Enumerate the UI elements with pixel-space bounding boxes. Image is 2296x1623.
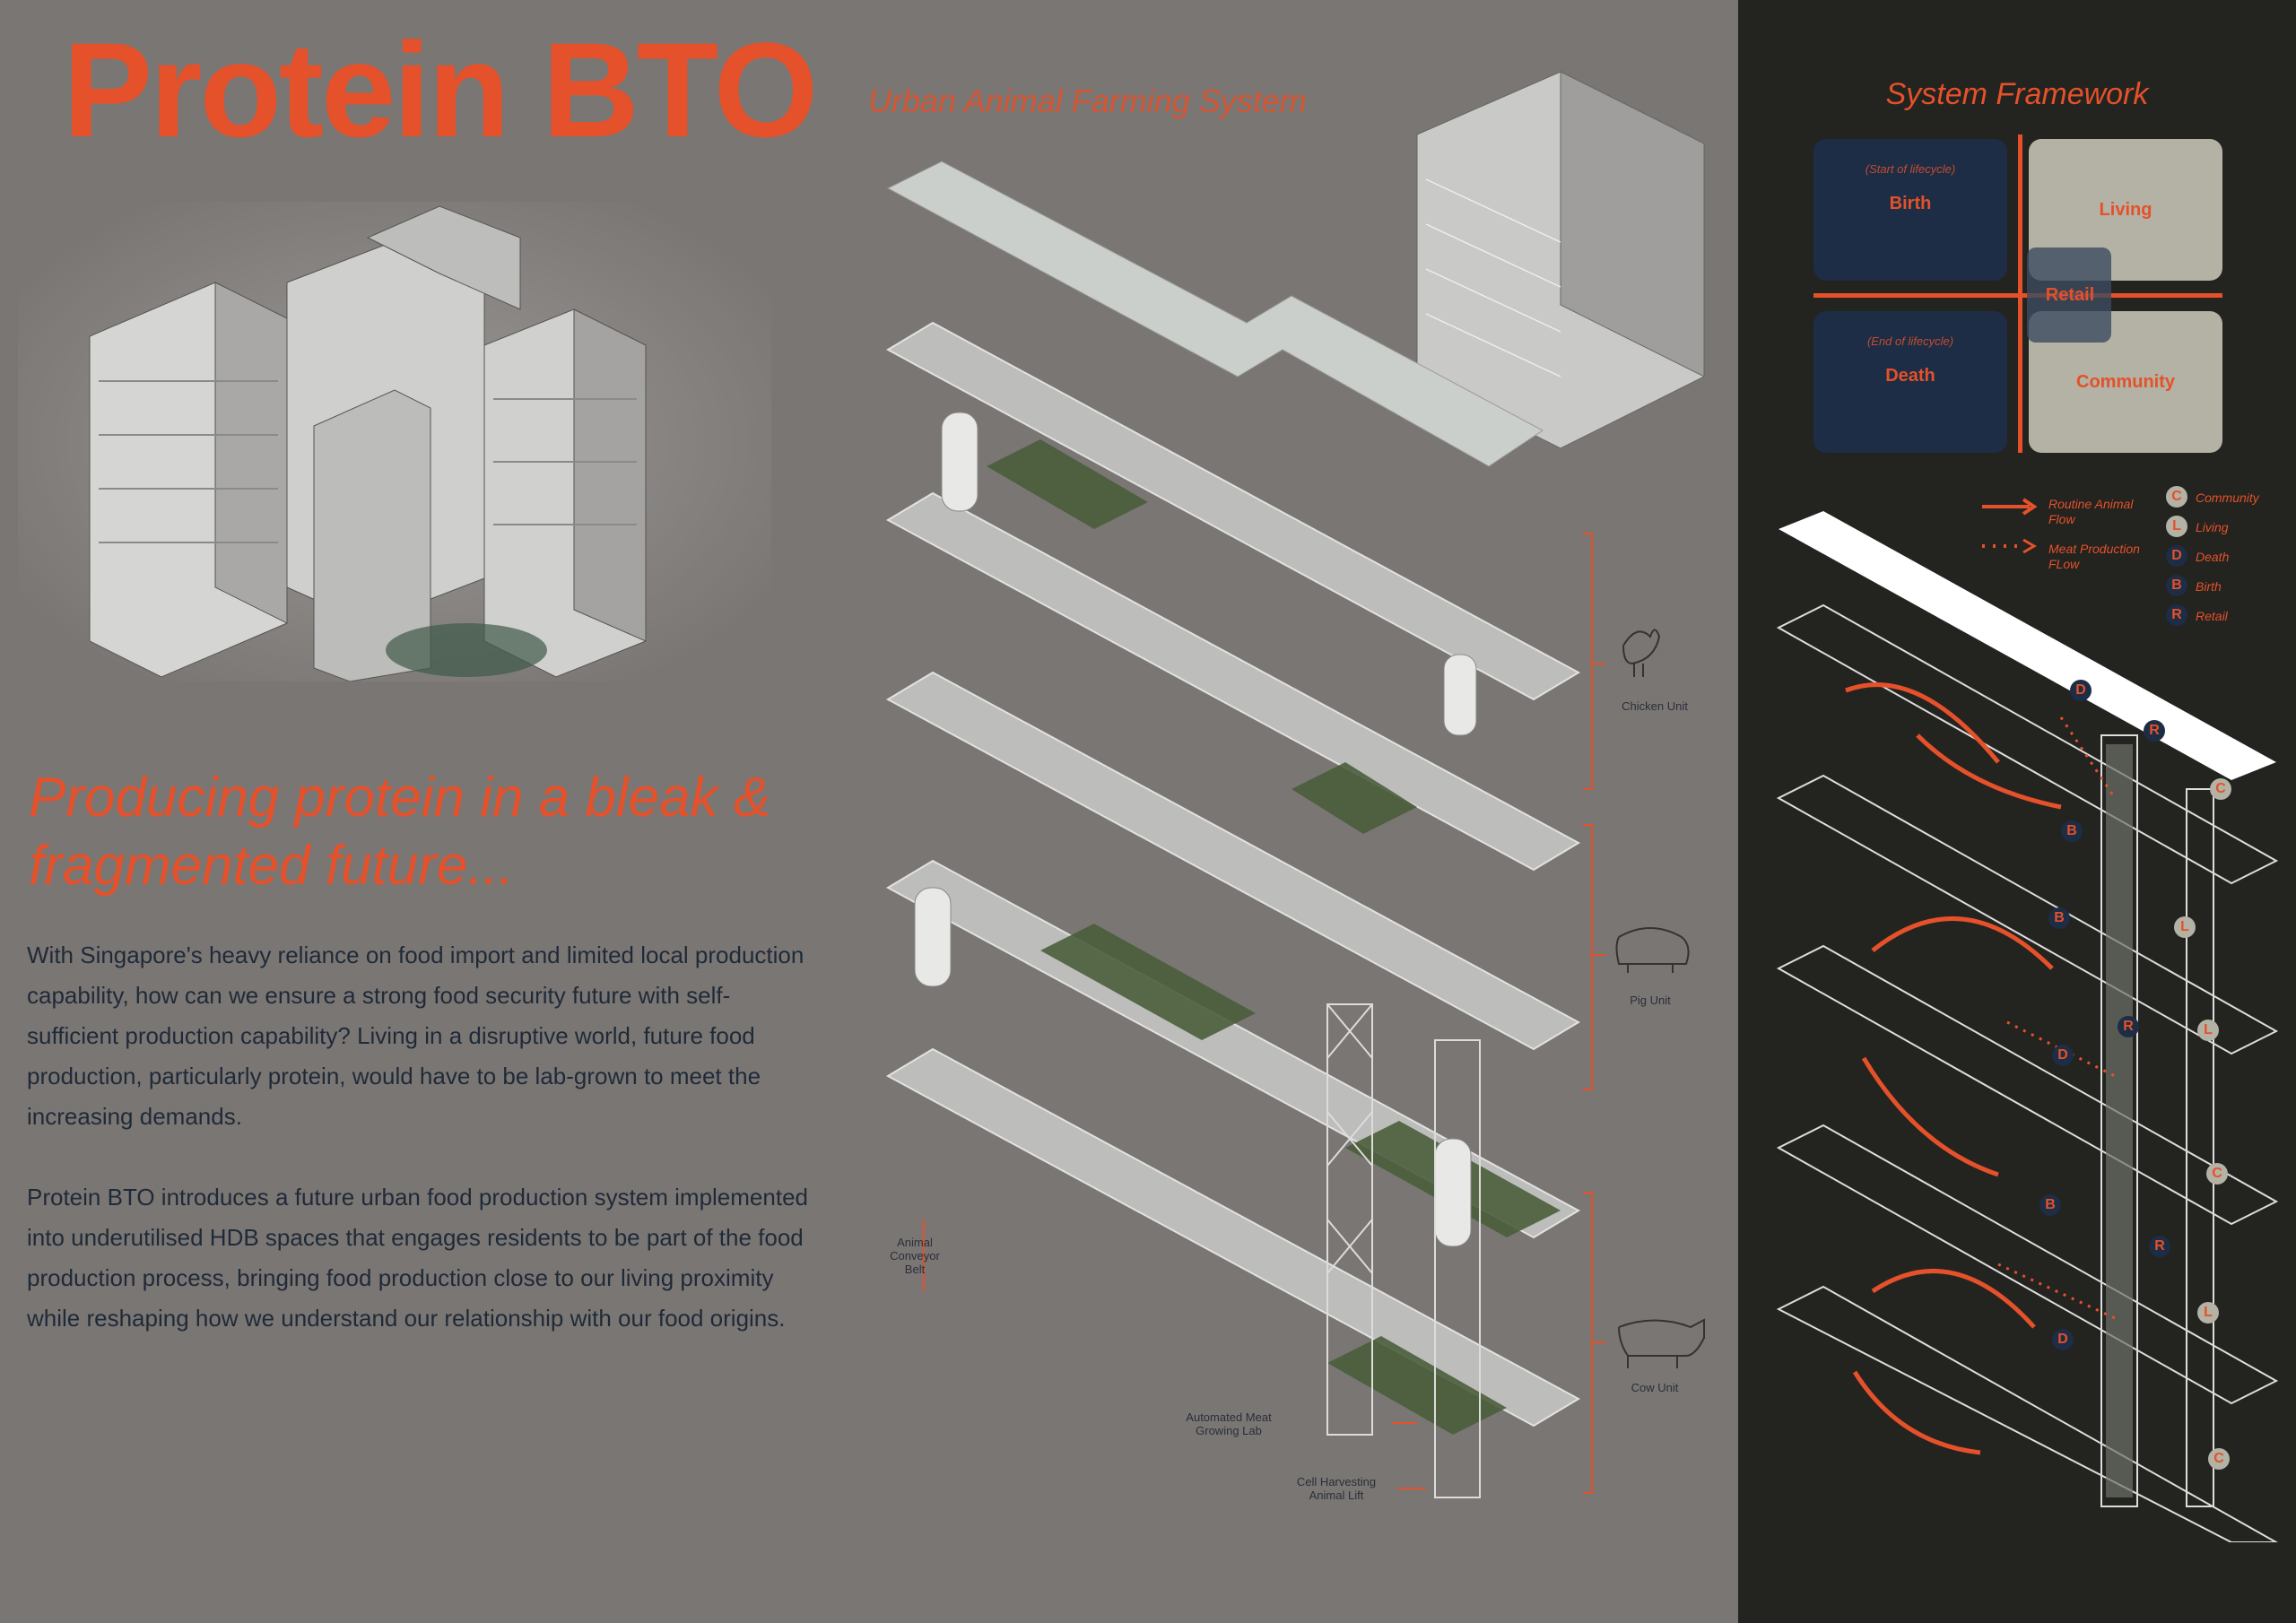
framework-title: System Framework: [1885, 77, 2149, 111]
poster-title: Protein BTO: [63, 14, 818, 165]
diagram-badge-retail: R: [2149, 1236, 2170, 1257]
animal-conveyor-belt-label: Animal Conveyor Belt: [890, 1236, 940, 1276]
diagram-badge-living: L: [2197, 1020, 2219, 1041]
pig-icon: [1615, 927, 1690, 973]
legend-badge-living: L: [2166, 516, 2187, 537]
legend-label-death: Death: [2196, 550, 2230, 564]
legend-badge-retail: R: [2166, 604, 2187, 626]
framework-flow-diagram: [1776, 511, 2279, 1542]
intro-headline: Producing protein in a bleak & fragmente…: [29, 767, 771, 897]
legend-badge-birth: B: [2166, 575, 2187, 596]
hdb-blocks-rendering: [18, 202, 771, 681]
cow-icon: [1618, 1318, 1705, 1368]
poster-subtitle: Urban Animal Farming System: [868, 82, 1307, 119]
diagram-badge-death: D: [2070, 680, 2092, 701]
diagram-badge-birth: B: [2048, 907, 2070, 929]
retail-label: Retail: [2045, 285, 2095, 305]
cell-harvesting-lift-label: Cell Harvesting Animal Lift: [1296, 1475, 1377, 1502]
roof-slab: [886, 161, 1544, 467]
diagram-badge-community: C: [2210, 778, 2231, 800]
diagram-badge-retail: R: [2144, 720, 2165, 742]
diagram-badge-death: D: [2052, 1045, 2074, 1066]
meat-flow-label: Meat Production FLow: [2048, 542, 2140, 571]
exploded-axonometric-diagram: [885, 71, 1705, 1498]
birth-sublabel: (Start of lifecycle): [1865, 162, 1956, 176]
diagram-badge-birth: B: [2061, 820, 2083, 842]
legend-badge-community: C: [2166, 486, 2187, 508]
chicken-icon: [1622, 629, 1661, 677]
horizontal-axis-line: [1813, 293, 2222, 298]
death-sublabel: (End of lifecycle): [1866, 334, 1954, 348]
quadrant-retail: [2027, 247, 2111, 343]
death-label: Death: [1885, 366, 1935, 386]
diagram-badge-retail: R: [2118, 1016, 2139, 1037]
legend-label-community: Community: [2196, 490, 2259, 505]
routine-flow-label: Routine Animal Flow: [2048, 497, 2134, 526]
quadrant-death: (End of lifecycle) Death: [1813, 311, 2007, 453]
meat-flow-arrow-icon: [1982, 538, 2037, 554]
automated-meat-lab-label: Automated Meat Growing Lab: [1186, 1410, 1272, 1437]
diagram-badge-death: D: [2052, 1329, 2074, 1350]
routine-flow-arrow-icon: [1982, 498, 2038, 516]
hdb-block-frame: [1416, 71, 1705, 449]
legend-label-living: Living: [2196, 520, 2229, 534]
community-label: Community: [2076, 372, 2175, 392]
cow-unit-label: Cow Unit: [1631, 1381, 1679, 1394]
diagram-badge-living: L: [2197, 1302, 2219, 1324]
legend-label-birth: Birth: [2196, 579, 2222, 594]
diagram-badge-living: L: [2174, 916, 2196, 938]
system-framework-panel: System Framework (Start of lifecycle) Bi…: [1738, 0, 2296, 1623]
intro-paragraph-2: Protein BTO introduces a future urban fo…: [27, 1184, 808, 1332]
quadrant-birth: (Start of lifecycle) Birth: [1813, 139, 2007, 281]
diagram-badge-community: C: [2206, 1163, 2228, 1185]
diagram-badge-community: C: [2208, 1448, 2230, 1470]
intro-paragraph-1: With Singapore's heavy reliance on food …: [27, 942, 804, 1130]
legend-arrows: [1982, 498, 2038, 554]
legend-badge-death: D: [2166, 545, 2187, 567]
pig-unit-label: Pig Unit: [1630, 994, 1671, 1007]
chicken-unit-label: Chicken Unit: [1622, 699, 1688, 713]
living-label: Living: [2099, 200, 2152, 220]
diagram-badge-birth: B: [2039, 1194, 2061, 1216]
birth-label: Birth: [1889, 194, 1932, 213]
legend-label-retail: Retail: [2196, 609, 2228, 623]
